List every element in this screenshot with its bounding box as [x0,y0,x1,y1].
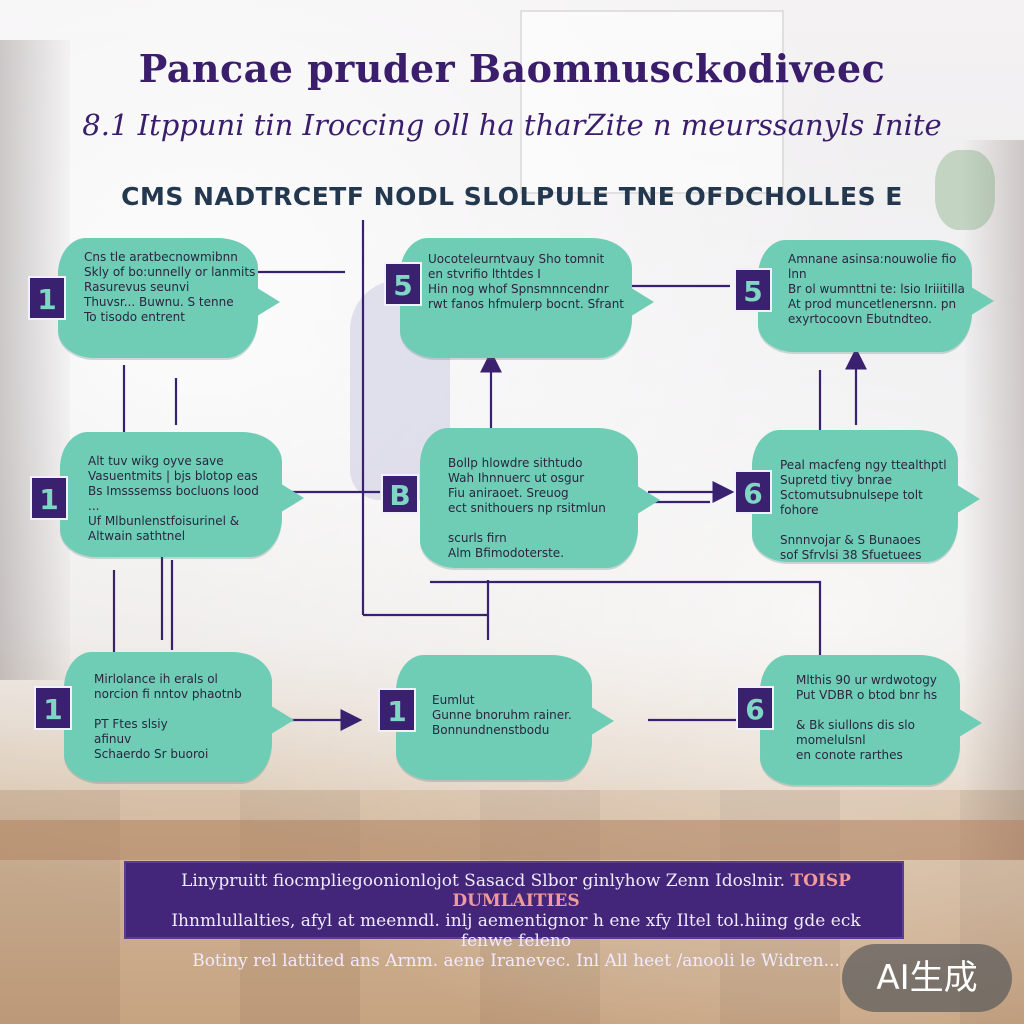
node-n8-badge: 1 [378,688,416,732]
footer-line-1: Linypruitt fiocmpliegoonionlojot Sasacd … [181,871,785,891]
node-n5-badge: B [381,474,419,514]
footer-text: Linypruitt fiocmpliegoonionlojot Sasacd … [146,871,886,971]
node-n4-text: Alt tuv wikg oyve save Vasuentmits | bjs… [88,454,280,544]
node-n2-text: Uocoteleurntvauy Sho tomnit en stvrifio … [428,252,628,312]
node-n8: Eumlut Gunne bnoruhm rainer. Bonnundnens… [396,655,592,780]
node-n3-badge: 5 [734,268,772,312]
node-n7-badge: 1 [34,686,72,730]
node-n4: Alt tuv wikg oyve save Vasuentmits | bjs… [60,432,282,557]
ai-generated-watermark: AI生成 [842,944,1012,1012]
node-n5-text: Bollp hlowdre sithtudo Wah Ihnnuerc ut o… [448,456,634,561]
node-n3: Amnane asinsa:nouwolie fio lnn Br ol wum… [758,240,972,352]
footer-line-3: Botiny rel lattited ans Arnm. aene Irane… [192,951,840,971]
node-n6: Peal macfeng ngy ttealthptl Supretd tivy… [752,430,958,562]
node-n9-text: Mlthis 90 ur wrdwotogy Put VDBR o btod b… [796,673,958,763]
footer-banner: Linypruitt fiocmpliegoonionlojot Sasacd … [124,861,904,939]
node-n8-text: Eumlut Gunne bnoruhm rainer. Bonnundnens… [432,693,590,738]
node-n7-text: Mirlolance ih erals ol norcion fi nntov … [94,672,270,762]
node-n2-badge: 5 [384,262,422,306]
node-n2: Uocoteleurntvauy Sho tomnit en stvrifio … [400,238,632,358]
node-n9: Mlthis 90 ur wrdwotogy Put VDBR o btod b… [760,655,960,785]
node-n9-badge: 6 [736,686,774,730]
node-n5: Bollp hlowdre sithtudo Wah Ihnnuerc ut o… [420,428,638,568]
node-n6-badge: 6 [734,470,772,514]
node-n1-text: Cns tle aratbecnowmibnn Skly of bo:unnel… [84,250,256,325]
node-n3-text: Amnane asinsa:nouwolie fio lnn Br ol wum… [788,252,970,327]
node-n1-badge: 1 [28,276,66,320]
footer-line-2: Ihnmlullalties, afyl at meenndl. inlj ae… [171,911,860,951]
node-n1: Cns tle aratbecnowmibnn Skly of bo:unnel… [58,238,258,358]
node-n6-text: Peal macfeng ngy ttealthptl Supretd tivy… [780,458,958,563]
node-n4-badge: 1 [30,476,68,520]
node-n7: Mirlolance ih erals ol norcion fi nntov … [64,652,272,782]
